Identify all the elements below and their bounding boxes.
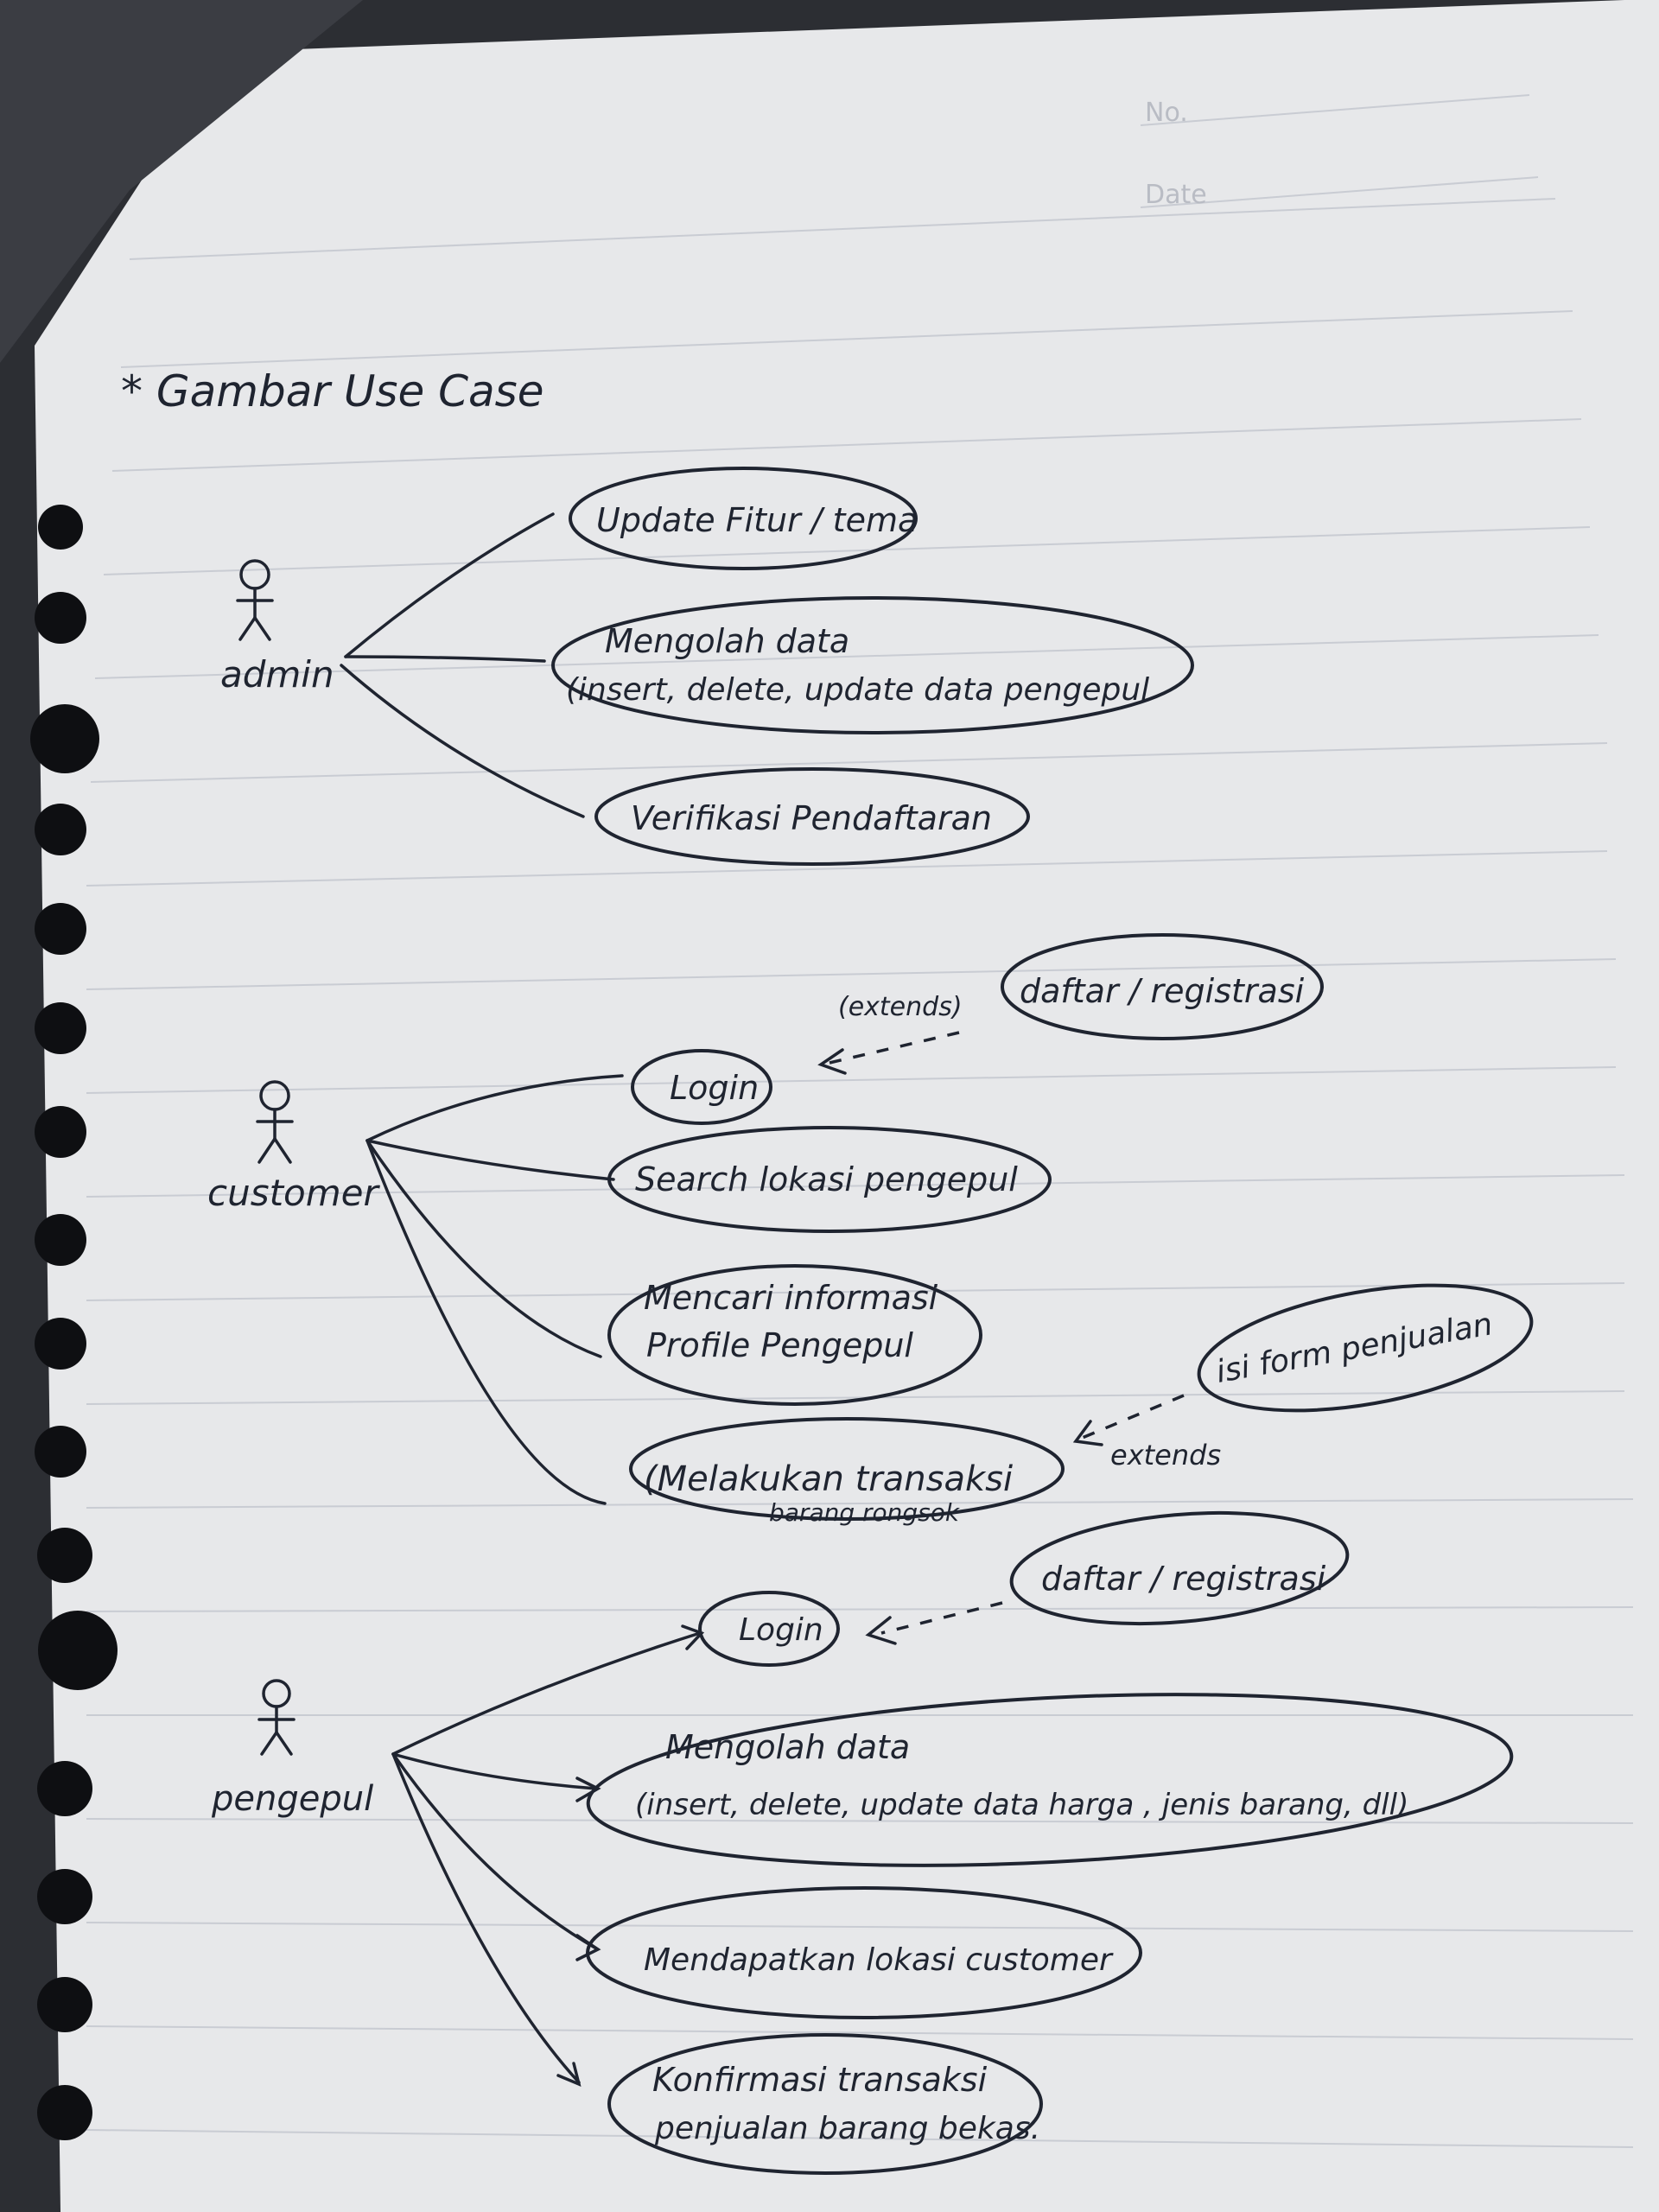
usecase-customer-daftar — [1001, 933, 1324, 1040]
usecase-transaksi-line2: barang rongsok — [769, 1498, 961, 1527]
binder-holes — [30, 505, 118, 2140]
usecase-mencari-line1: Mencari informasi — [644, 1279, 938, 1317]
assoc-customer-transaksi — [365, 1139, 607, 1505]
usecase-mencari-line2: Profile Pengepul — [646, 1326, 913, 1364]
arrowhead-pengepul-konfirmasi — [556, 2062, 582, 2087]
fabric-corner — [0, 0, 363, 363]
extends-arrowhead-customer-transaksi — [1072, 1420, 1103, 1446]
header-date: Date — [1145, 180, 1207, 210]
paper-sheet — [35, 0, 1659, 2212]
assoc-admin-update — [344, 512, 555, 658]
assoc-pengepul-mengolah — [391, 1752, 598, 1790]
assoc-customer-search — [365, 1139, 615, 1181]
usecase-konfirmasi-line1: Konfirmasi transaksi — [652, 2061, 988, 2099]
actor-admin-label: admin — [220, 653, 334, 696]
header-no: No. — [1145, 98, 1188, 128]
arrowhead-pengepul-mengolah — [575, 1777, 601, 1802]
usecase-pengepul-daftar-label: daftar / registrasi — [1041, 1560, 1326, 1598]
usecase-admin-mengolah-line1: Mengolah data — [605, 622, 849, 660]
extends-label-customer-transaksi: extends — [1110, 1439, 1221, 1471]
usecase-konfirmasi-line2: penjualan barang bekas. — [654, 2111, 1040, 2146]
usecase-pengepul-login-label: Login — [739, 1612, 823, 1648]
assoc-pengepul-login — [391, 1631, 702, 1756]
usecase-pengepul-mengolah-data — [586, 1693, 1514, 1867]
page-title: * Gambar Use Case — [121, 366, 543, 416]
usecase-mendapatkan-lokasi-label: Mendapatkan lokasi customer — [644, 1942, 1114, 1978]
usecase-search-lokasi-label: Search lokasi pengepul — [635, 1160, 1018, 1198]
actor-admin-figure — [236, 559, 274, 641]
extends-arrow-customer-transaksi — [1079, 1394, 1185, 1440]
usecase-pengepul-login — [698, 1591, 840, 1667]
ruled-lines — [86, 94, 1634, 2148]
extends-arrowhead-pengepul-login — [865, 1616, 897, 1645]
usecase-melakukan-transaksi — [629, 1417, 1065, 1521]
actor-customer-figure — [256, 1080, 294, 1164]
assoc-customer-mencari — [365, 1139, 602, 1358]
usecase-update-fitur-label: Update Fitur / tema — [596, 501, 918, 539]
actor-pengepul-figure — [257, 1679, 296, 1756]
assoc-admin-verifikasi — [340, 664, 585, 818]
usecase-update-fitur — [569, 467, 918, 570]
usecase-verifikasi-label: Verifikasi Pendaftaran — [631, 799, 992, 837]
usecase-isi-form — [1197, 1283, 1534, 1413]
actor-pengepul-label: pengepul — [211, 1779, 373, 1819]
usecase-verifikasi — [594, 767, 1030, 866]
arrowhead-pengepul-lokasi — [575, 1934, 601, 1961]
extends-arrowhead-customer-login — [817, 1048, 847, 1075]
usecase-transaksi-line1: (Melakukan transaksi — [644, 1459, 1013, 1499]
assoc-pengepul-konfirmasi — [391, 1752, 581, 2084]
usecase-customer-daftar-label: daftar / registrasi — [1020, 972, 1305, 1010]
usecase-admin-mengolah-data — [551, 596, 1194, 734]
usecase-pengepul-daftar — [1009, 1510, 1350, 1626]
actor-customer-label: customer — [207, 1172, 381, 1214]
assoc-customer-login — [365, 1074, 624, 1142]
extends-arrow-pengepul-login — [880, 1601, 1003, 1635]
usecase-customer-login — [631, 1049, 772, 1125]
usecase-mencari-informasi — [607, 1264, 982, 1406]
usecase-pengepul-mengolah-line2: (insert, delete, update data harga , jen… — [635, 1788, 1408, 1822]
usecase-mendapatkan-lokasi — [586, 1886, 1142, 2019]
assoc-admin-mengolah — [344, 655, 546, 663]
usecase-admin-mengolah-line2: (insert, delete, update data pengepul — [566, 672, 1149, 708]
assoc-pengepul-lokasi — [391, 1752, 598, 1950]
usecase-pengepul-mengolah-line1: Mengolah data — [665, 1728, 910, 1766]
usecase-search-lokasi — [607, 1126, 1052, 1233]
usecase-customer-login-label: Login — [670, 1069, 759, 1107]
usecase-konfirmasi-transaksi — [607, 2033, 1043, 2175]
extends-label-customer-login: (extends) — [838, 992, 963, 1022]
